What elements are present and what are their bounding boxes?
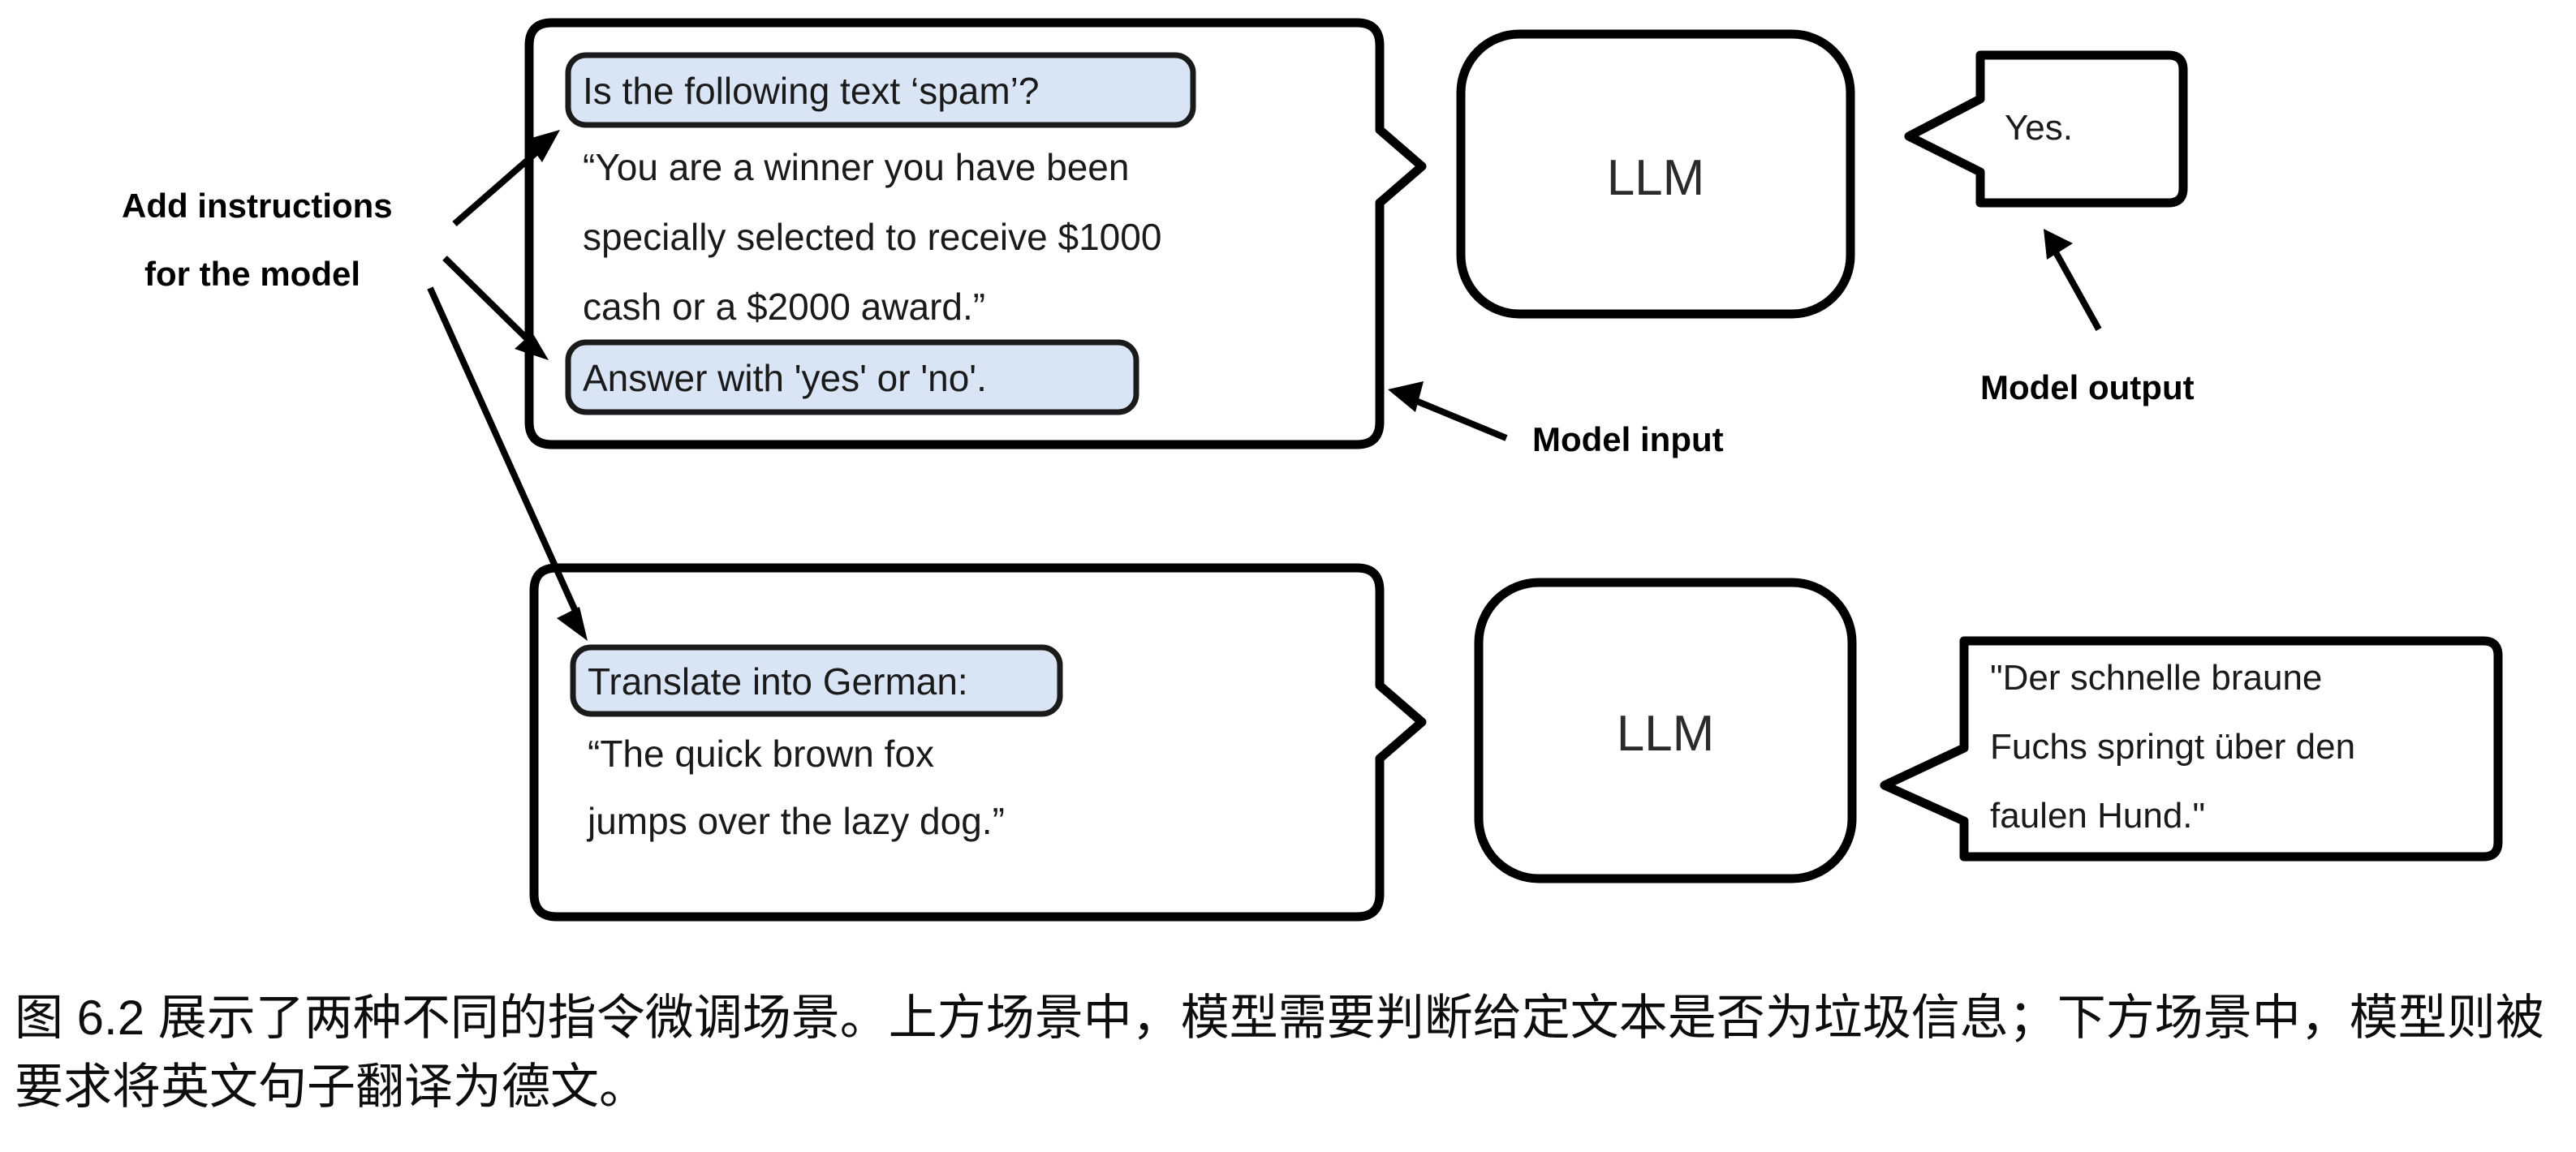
model-input-label: Model input <box>1532 420 1724 458</box>
model-input-box-top <box>524 18 1427 449</box>
instruction-pill-spam <box>565 52 1196 128</box>
model-output-text-german-line-3: faulen Hund." <box>1990 796 2205 836</box>
llm-label-top: LLM <box>1607 150 1705 206</box>
instruction-text-answer: Answer with 'yes' or 'no'. <box>583 357 987 399</box>
figure-caption: 图 6.2 展示了两种不同的指令微调场景。上方场景中，模型需要判断给定文本是否为… <box>15 991 2544 1115</box>
input-body-line-3: cash or a $2000 award.” <box>583 286 985 328</box>
llm-box-bottom <box>1474 578 1857 883</box>
llm-box-top <box>1456 29 1855 319</box>
instruction-pill-answer <box>565 339 1139 415</box>
model-output-text-yes: Yes. <box>2005 108 2073 148</box>
arrow-add-instructions-to-spam-pill <box>452 130 560 227</box>
model-output-text-german-line-2: Fuchs springt über den <box>1990 727 2355 767</box>
add-instructions-label-line-2: for the model <box>144 255 360 293</box>
input-body-line-2: specially selected to receive $1000 <box>583 216 1161 258</box>
arrow-add-instructions-to-translate-pill <box>427 286 588 641</box>
input-body-bottom-line-2: jumps over the lazy dog.” <box>586 800 1005 842</box>
input-body-line-1: “You are a winner you have been <box>583 146 1129 188</box>
add-instructions-label-line-1: Add instructions <box>122 187 393 225</box>
arrow-model-output <box>2044 229 2102 331</box>
model-output-label: Model output <box>1980 368 2195 406</box>
model-output-text-german-line-1: "Der schnelle braune <box>1990 658 2322 698</box>
input-body-bottom-line-1: “The quick brown fox <box>588 733 934 775</box>
arrow-model-input <box>1388 381 1508 441</box>
arrow-add-instructions-to-answer-pill <box>442 256 549 360</box>
instruction-text-translate: Translate into German: <box>588 660 968 703</box>
model-output-bubble-german <box>1880 636 2503 862</box>
llm-label-bottom: LLM <box>1617 706 1715 762</box>
instruction-text-spam: Is the following text ‘spam’? <box>583 70 1040 112</box>
instruction-pill-translate <box>570 644 1063 717</box>
model-output-bubble-yes <box>1904 50 2188 208</box>
